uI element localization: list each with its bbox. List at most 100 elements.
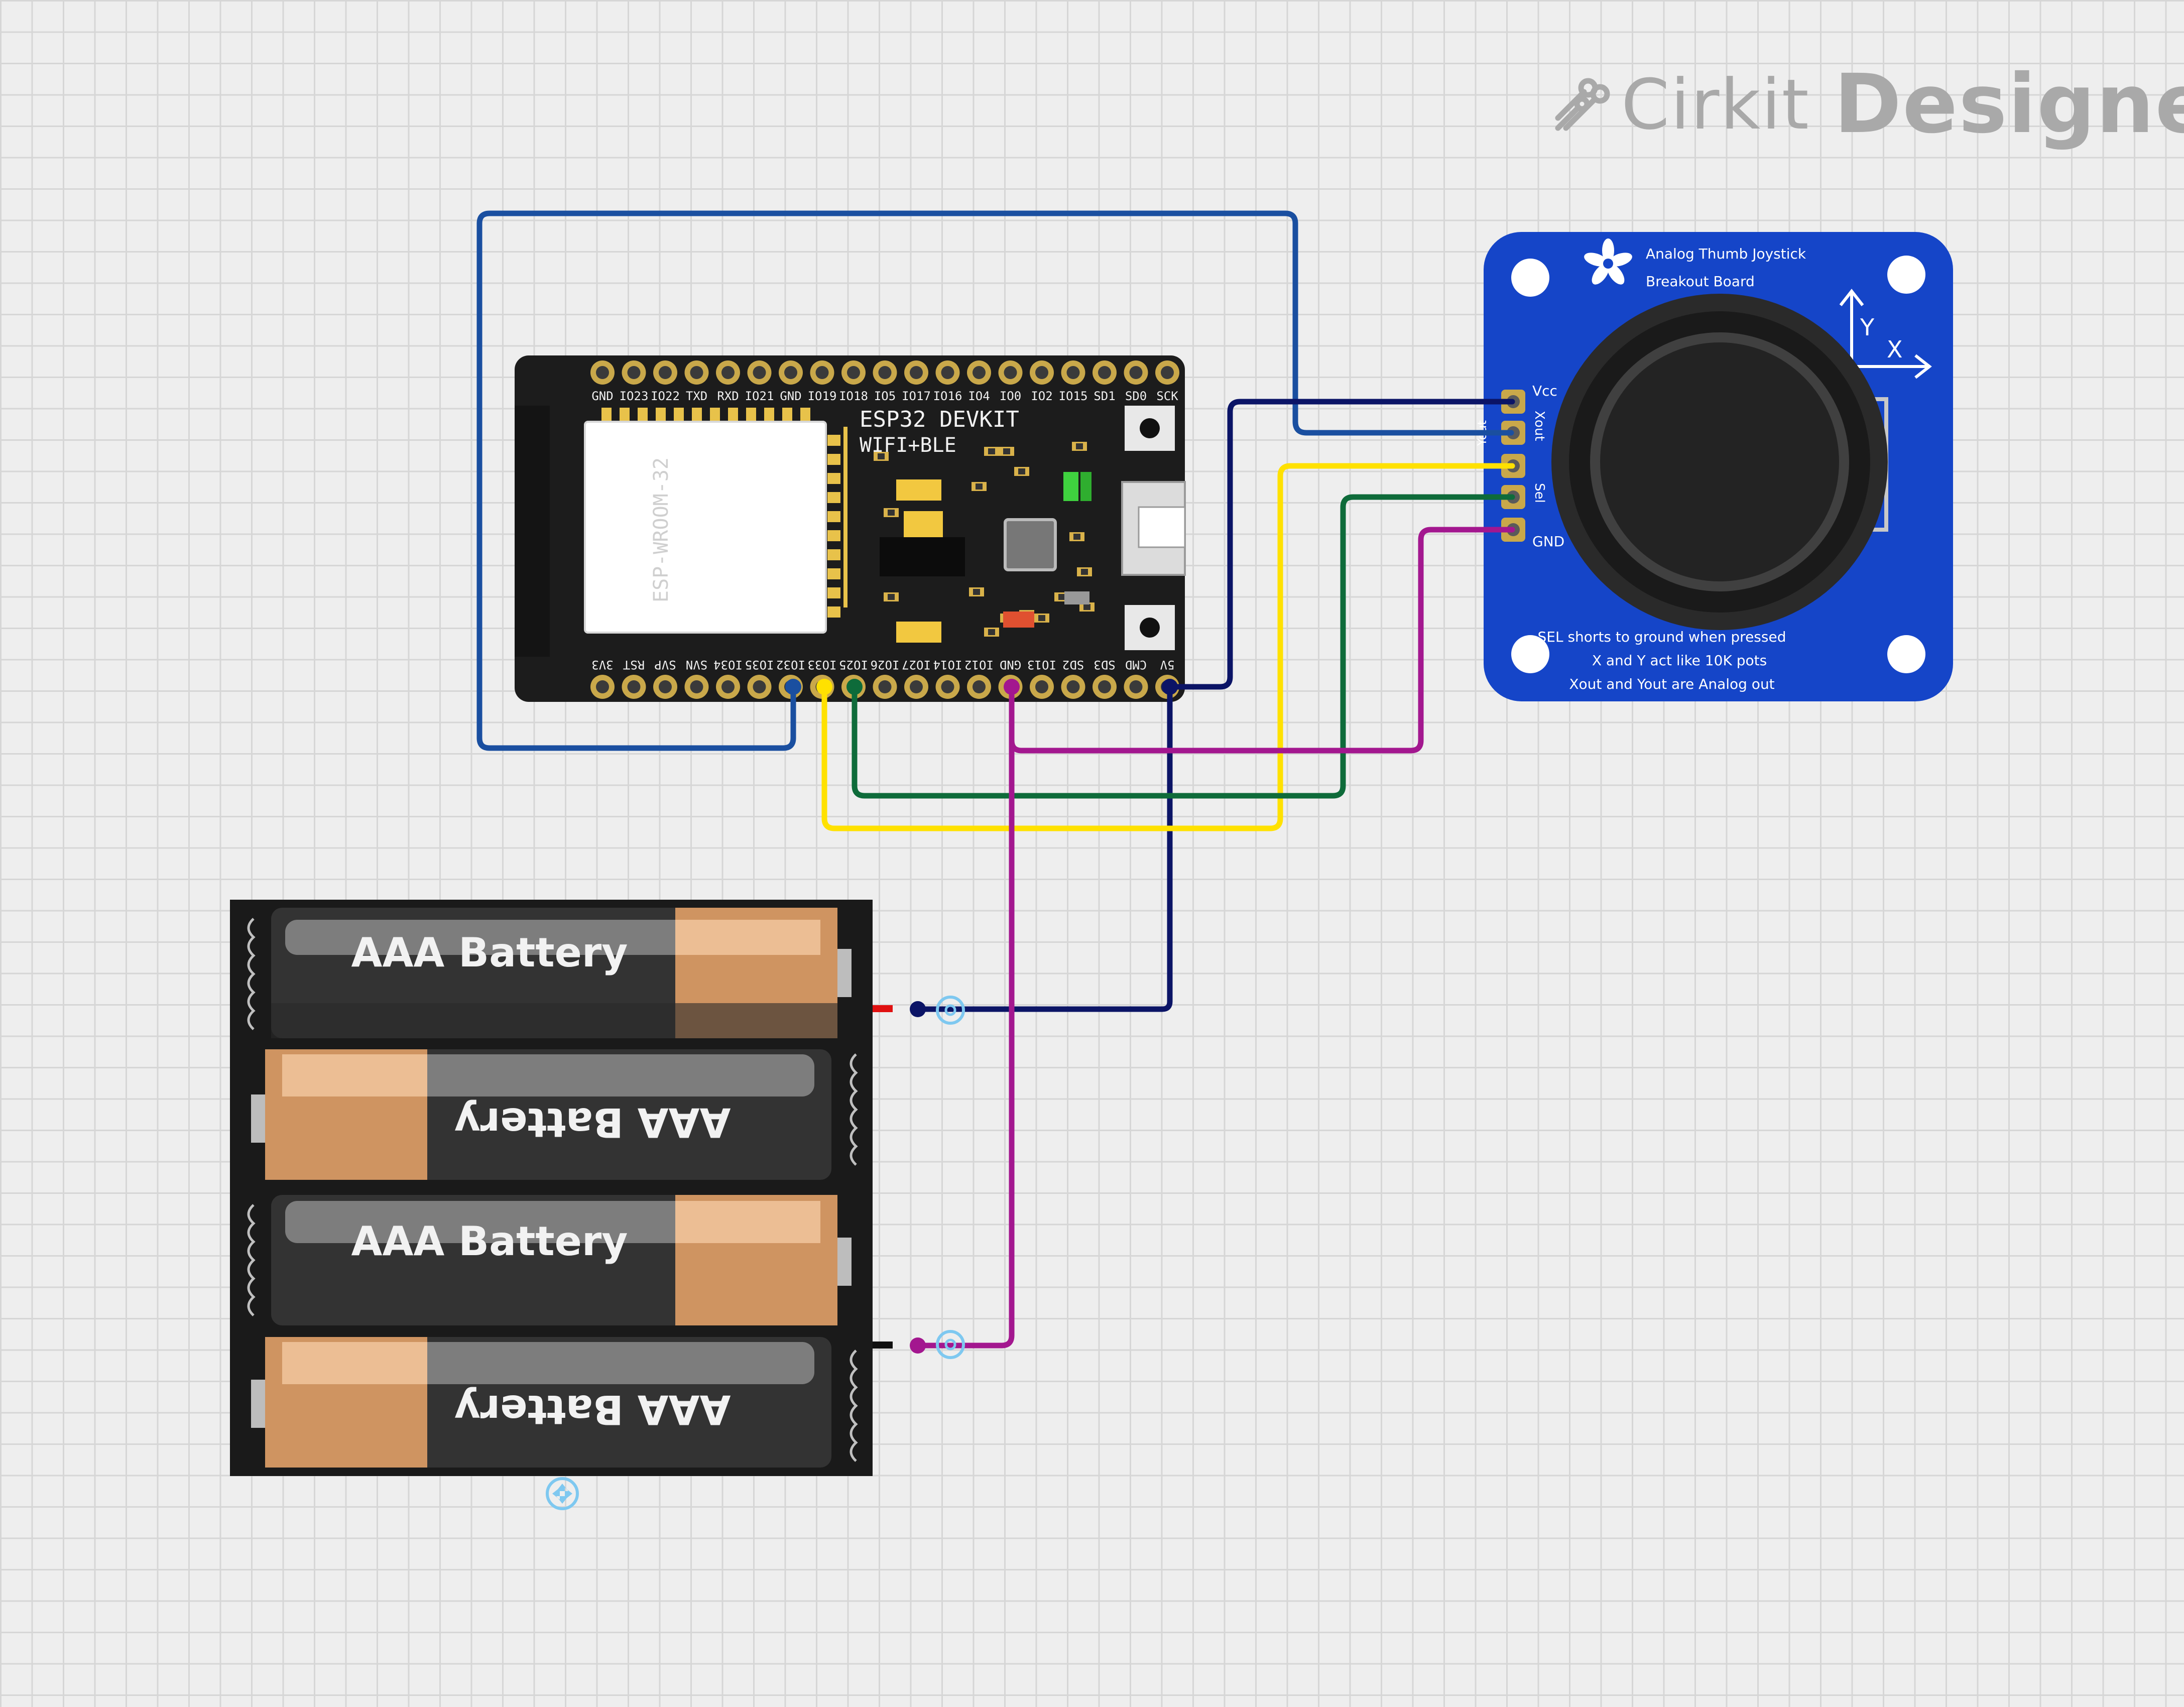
header-pin-bottom-17[interactable] [1124,675,1148,699]
pin-label: IO34 [713,658,743,672]
mount-hole-tl [1511,259,1549,297]
move-handle-icon[interactable] [546,1477,579,1510]
pin-label: IO21 [745,389,774,403]
connector-ring-positive[interactable] [936,996,965,1025]
mount-hole-bl [1511,635,1549,673]
pin-label: IO27 [902,658,931,672]
battery-positive-lead [873,1005,893,1012]
pin-label: IO12 [964,658,994,672]
battery-label-3: AAA Battery [351,1218,628,1265]
header-pin-top-10[interactable] [904,360,928,385]
header-pin-top-7[interactable] [810,360,834,385]
header-pin-top-9[interactable] [873,360,897,385]
battery-label-1: AAA Battery [351,929,628,976]
pin-label: IO13 [1027,658,1056,672]
pin-label: 5V [1160,658,1175,672]
axis-x-label: X [1887,336,1903,363]
battery-cell-1: AAA Battery [271,908,852,1038]
header-pin-top-14[interactable] [1030,360,1054,385]
mount-hole-br [1887,635,1925,673]
header-pin-top-5[interactable] [747,360,772,385]
header-pin-bottom-10[interactable] [904,675,928,699]
header-pin-bottom-16[interactable] [1093,675,1117,699]
header-pin-top-13[interactable] [998,360,1023,385]
logo-brand-text: Cirkit [1621,64,1810,145]
header-pin-top-18[interactable] [1155,360,1179,385]
cirkit-logo-icon [1555,78,1610,131]
pin-label: RST [623,658,645,672]
module-pads-top [601,408,810,421]
pin-label: IO15 [1059,389,1088,403]
header-pin-top-4[interactable] [716,360,740,385]
wire-sel-green[interactable] [852,494,1515,799]
wires[interactable] [476,210,1515,1349]
battery-label-2: AAA Battery [454,1099,731,1146]
green-led-2 [1080,472,1091,501]
en-button-cap [1140,418,1160,438]
pin-label: IO22 [651,389,680,403]
header-pin-bottom-15[interactable] [1061,675,1085,699]
usb-uart-chip [1004,518,1057,571]
board-title: ESP32 DEVKIT [860,407,1019,432]
header-pin-bottom-3[interactable] [684,675,709,699]
pin-label: TXD [686,389,707,403]
smd-components [874,442,1095,637]
pin-label: IO19 [808,389,837,403]
header-pin-bottom-4[interactable] [716,675,740,699]
pin-label: IO16 [933,389,962,403]
header-pin-top-0[interactable] [590,360,615,385]
pin-label: IO33 [808,658,837,672]
header-pin-bottom-2[interactable] [653,675,677,699]
header-pin-top-11[interactable] [935,360,960,385]
pin-label: IO14 [933,658,962,672]
header-pin-bottom-0[interactable] [590,675,615,699]
pin-label: IO26 [871,658,900,672]
battery-cell-4: AAA Battery [251,1337,831,1468]
header-pin-top-3[interactable] [684,360,709,385]
pin-label-vcc: Vcc [1532,383,1557,399]
header-pin-top-15[interactable] [1061,360,1085,385]
wire-xout-blue[interactable] [476,210,1514,751]
header-pin-top-6[interactable] [779,360,803,385]
pin-label: IO0 [1000,389,1021,403]
header-pin-top-8[interactable] [841,360,866,385]
header-pin-bottom-12[interactable] [967,675,991,699]
pin-label: GND [780,389,801,403]
battery-pack-4xAAA[interactable]: AAA Battery AAA Battery AAA Battery [230,900,893,1476]
pin-label: SVP [654,658,676,672]
battery-negative-lead [873,1342,893,1349]
header-pin-top-17[interactable] [1124,360,1148,385]
wire-vcc-navy-2[interactable] [1167,399,1515,690]
pin-label: IO18 [839,389,868,403]
joystick-note-line3: Xout and Yout are Analog out [1569,676,1774,692]
joystick-note-line1: SEL shorts to ground when pressed [1538,629,1786,645]
header-pin-bottom-1[interactable] [622,675,646,699]
connector-ring-negative[interactable] [936,1330,965,1359]
wire-yout-yellow[interactable] [821,463,1515,831]
pin-label: GND [1000,658,1021,672]
pin-label: SD3 [1094,658,1115,672]
wire-vcc-navy[interactable] [915,684,1173,1012]
pin-label-gnd: GND [1532,533,1564,550]
header-pin-bottom-14[interactable] [1030,675,1054,699]
header-pin-top-2[interactable] [653,360,677,385]
pin-label-sel: Sel [1532,483,1547,503]
header-pin-bottom-11[interactable] [935,675,960,699]
header-pin-top-1[interactable] [622,360,646,385]
pin-label: CMD [1125,658,1147,672]
pin-label: IO25 [839,658,868,672]
header-pins-top[interactable] [590,360,1179,385]
header-pin-top-16[interactable] [1093,360,1117,385]
wire-gnd-magenta-2[interactable] [915,684,1015,1349]
pin-label: IO35 [745,658,774,672]
cap-2 [896,622,941,643]
header-pin-bottom-9[interactable] [873,675,897,699]
header-pin-bottom-5[interactable] [747,675,772,699]
joystick-breakout-board[interactable]: Analog Thumb Joystick Breakout Board Y X… [1475,232,1953,701]
joystick-note-line2: X and Y act like 10K pots [1592,652,1767,669]
header-pin-top-12[interactable] [967,360,991,385]
